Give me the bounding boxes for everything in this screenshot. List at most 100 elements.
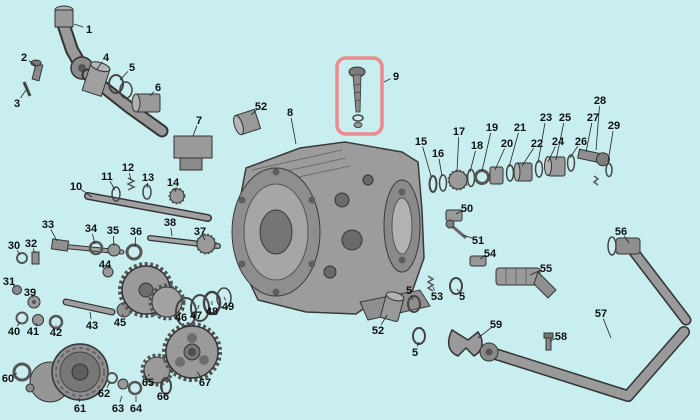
leader-line xyxy=(494,148,505,171)
part-label-22[interactable]: 22 xyxy=(531,138,543,150)
part-label-48[interactable]: 48 xyxy=(206,306,218,318)
leader-line xyxy=(35,322,38,326)
part-label-20[interactable]: 20 xyxy=(501,138,513,150)
leader-line xyxy=(119,395,123,403)
part-label-44[interactable]: 44 xyxy=(99,259,112,271)
part-label-5[interactable]: 5 xyxy=(129,62,135,74)
leader-line xyxy=(89,311,92,320)
cylinder-part-6 xyxy=(131,93,161,113)
part-label-3[interactable]: 3 xyxy=(14,98,20,110)
leader-line xyxy=(223,296,226,301)
leader-line xyxy=(119,71,129,81)
part-label-67[interactable]: 67 xyxy=(199,377,211,389)
part-label-57[interactable]: 57 xyxy=(595,308,607,320)
part-label-19[interactable]: 19 xyxy=(486,122,498,134)
part-label-38[interactable]: 38 xyxy=(164,217,176,229)
part-label-63[interactable]: 63 xyxy=(112,403,124,415)
leader-line xyxy=(106,381,111,388)
part-label-9[interactable]: 9 xyxy=(393,71,399,83)
part-label-64[interactable]: 64 xyxy=(130,403,143,415)
part-label-5[interactable]: 5 xyxy=(459,291,465,303)
leader-line xyxy=(602,318,612,339)
leader-line xyxy=(174,187,177,193)
part-label-15[interactable]: 15 xyxy=(415,136,427,148)
crank-lever-assembly xyxy=(22,5,213,171)
part-label-51[interactable]: 51 xyxy=(472,235,484,247)
part-label-2[interactable]: 2 xyxy=(21,52,27,64)
part-label-12[interactable]: 12 xyxy=(122,162,134,174)
part-label-52[interactable]: 52 xyxy=(255,101,267,113)
part-label-25[interactable]: 25 xyxy=(559,112,571,124)
part-label-66[interactable]: 66 xyxy=(157,391,169,403)
leader-line xyxy=(595,105,600,151)
part-label-28[interactable]: 28 xyxy=(594,95,606,107)
part-label-37[interactable]: 37 xyxy=(194,226,206,238)
pin-part-3 xyxy=(22,81,32,97)
part-label-35[interactable]: 35 xyxy=(107,225,119,237)
part-label-21[interactable]: 21 xyxy=(514,122,526,134)
part-label-49[interactable]: 49 xyxy=(222,301,234,313)
clutch-assembly xyxy=(12,322,222,403)
gear-shaft-assembly xyxy=(50,233,221,261)
part-label-18[interactable]: 18 xyxy=(471,140,483,152)
part-label-39[interactable]: 39 xyxy=(24,287,36,299)
part-label-16[interactable]: 16 xyxy=(432,148,444,160)
part-label-45[interactable]: 45 xyxy=(114,317,126,329)
part-label-53[interactable]: 53 xyxy=(431,291,443,303)
part-label-27[interactable]: 27 xyxy=(587,112,599,124)
part-label-43[interactable]: 43 xyxy=(86,320,98,332)
leader-line xyxy=(202,236,206,241)
part-label-59[interactable]: 59 xyxy=(490,319,502,331)
part-label-42[interactable]: 42 xyxy=(50,327,62,339)
part-label-31[interactable]: 31 xyxy=(3,276,15,288)
part-label-14[interactable]: 14 xyxy=(167,177,180,189)
highlighted-bolt-part-9[interactable] xyxy=(348,66,366,128)
part-label-60[interactable]: 60 xyxy=(2,373,14,385)
leader-line xyxy=(479,255,486,260)
part-label-61[interactable]: 61 xyxy=(74,403,86,415)
part-label-65[interactable]: 65 xyxy=(142,377,154,389)
leader-line xyxy=(508,132,519,168)
leader-line xyxy=(547,146,556,163)
part-label-6[interactable]: 6 xyxy=(155,82,161,94)
part-label-29[interactable]: 29 xyxy=(608,120,620,132)
part-label-32[interactable]: 32 xyxy=(25,238,37,250)
leader-line xyxy=(416,341,420,347)
part-label-33[interactable]: 33 xyxy=(42,219,54,231)
part-label-24[interactable]: 24 xyxy=(552,136,565,148)
part-label-17[interactable]: 17 xyxy=(453,126,465,138)
part-label-58[interactable]: 58 xyxy=(555,331,567,343)
part-label-52[interactable]: 52 xyxy=(372,325,384,337)
part-label-34[interactable]: 34 xyxy=(85,223,98,235)
part-label-55[interactable]: 55 xyxy=(540,263,552,275)
leader-line xyxy=(455,210,462,215)
part-label-50[interactable]: 50 xyxy=(461,203,473,215)
part-label-47[interactable]: 47 xyxy=(190,310,202,322)
part-label-40[interactable]: 40 xyxy=(8,326,20,338)
part-label-41[interactable]: 41 xyxy=(27,326,39,338)
part-label-10[interactable]: 10 xyxy=(70,181,82,193)
leader-line xyxy=(521,147,535,167)
part-label-1[interactable]: 1 xyxy=(86,24,92,36)
part-label-36[interactable]: 36 xyxy=(130,226,142,238)
part-label-5[interactable]: 5 xyxy=(406,285,412,297)
leader-line xyxy=(456,136,460,173)
part-label-13[interactable]: 13 xyxy=(142,172,154,184)
part-label-5[interactable]: 5 xyxy=(412,347,418,359)
part-label-4[interactable]: 4 xyxy=(103,52,110,64)
part-label-56[interactable]: 56 xyxy=(615,226,627,238)
part-label-8[interactable]: 8 xyxy=(287,107,293,119)
part-label-54[interactable]: 54 xyxy=(484,248,497,260)
part-label-11[interactable]: 11 xyxy=(101,171,113,183)
part-label-62[interactable]: 62 xyxy=(98,388,110,400)
part-label-23[interactable]: 23 xyxy=(540,112,552,124)
leader-line xyxy=(529,270,541,276)
part-label-46[interactable]: 46 xyxy=(175,312,187,324)
part-label-7[interactable]: 7 xyxy=(196,115,202,127)
leader-line xyxy=(383,78,391,83)
part-label-26[interactable]: 26 xyxy=(575,136,587,148)
part-label-30[interactable]: 30 xyxy=(8,240,20,252)
leader-line xyxy=(134,236,137,248)
